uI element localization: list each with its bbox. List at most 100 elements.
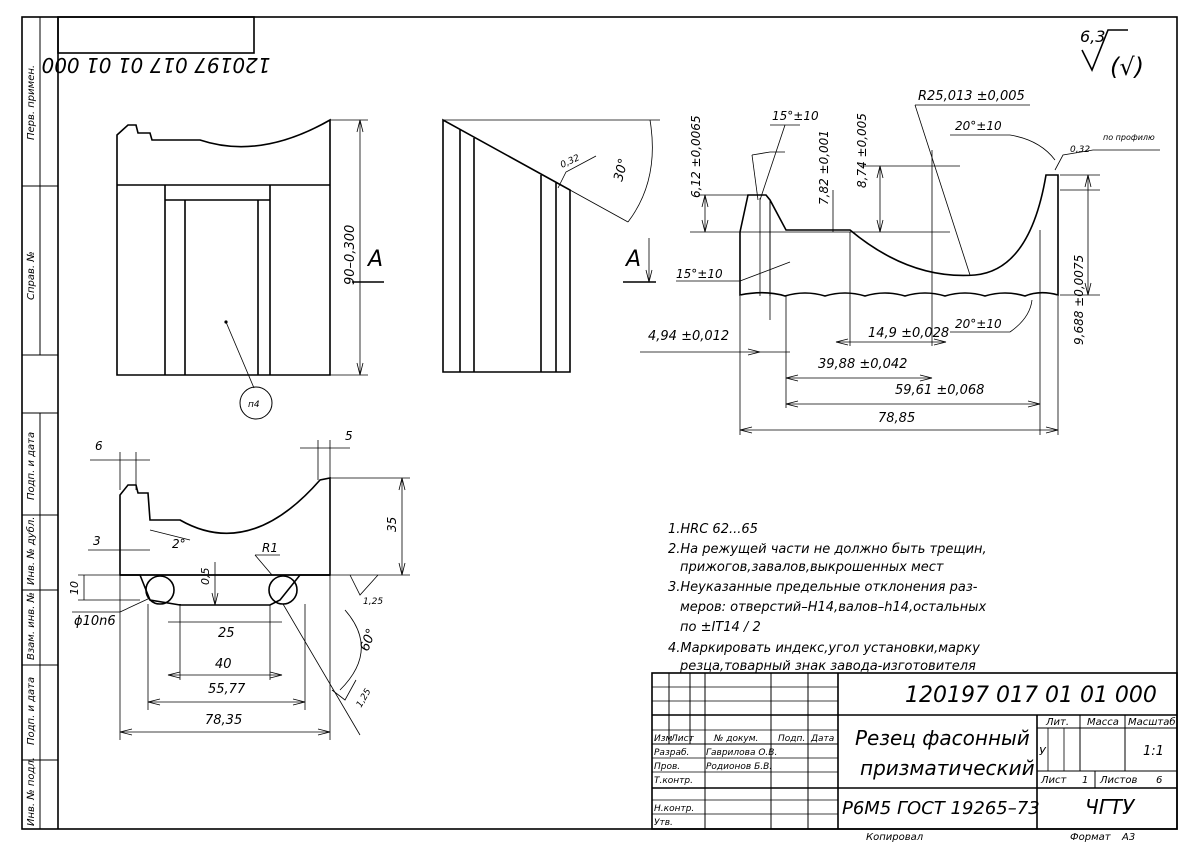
profile-h-right: 9,688 ±0,0075	[1072, 255, 1086, 345]
tb-org: ЧГТУ	[1085, 795, 1136, 819]
view1-section-label: A	[366, 247, 383, 272]
v3-d6: 6	[95, 439, 103, 453]
stamp-vzam-inv: Взам. инв. №	[26, 592, 37, 660]
stamp-podp-data-1: Подп. и дата	[26, 432, 37, 500]
note-line-8: резца,товарный знак завода-изготовителя	[679, 659, 976, 674]
tb-nkontr: Н.контр.	[654, 804, 694, 814]
mirrored-designation-box: 120197 017 01 01 000	[41, 16, 271, 77]
caption-format: Формат	[1070, 832, 1112, 843]
stamp-inv-dubl: Инв. № дубл.	[25, 517, 37, 585]
profile-angle20-top: 20°±10	[955, 119, 1002, 133]
stamp-sprav: Справ. №	[26, 251, 37, 300]
side-stamp: Перв. примен. Справ. № Подп. и дата Инв.…	[22, 17, 58, 829]
caption-kopiroval: Копировал	[866, 832, 924, 843]
profile-angle20-low: 20°±10	[955, 317, 1002, 331]
view1-dim-height: 90–0,300	[343, 225, 358, 285]
note-line-7: 4.Маркировать индекс,угол установки,марк…	[668, 641, 980, 656]
tb-lit: Лит.	[1045, 717, 1069, 728]
profile-roughness-local: 0,32	[1070, 145, 1090, 155]
v3-d2deg: 2°	[172, 537, 186, 551]
tb-listov-value: 6	[1156, 775, 1162, 786]
view2-side: 30° 0,32 A	[442, 118, 660, 373]
v3-d7835: 78,35	[205, 713, 242, 728]
profile-h612: 6,12 ±0,0065	[689, 115, 703, 198]
v3-d40: 40	[215, 657, 232, 672]
gauge-roller-left	[145, 575, 175, 605]
tb-prov: Пров.	[654, 762, 680, 772]
tb-scale-value: 1:1	[1143, 744, 1164, 759]
v3-rough-125-b: 1,25	[355, 687, 374, 710]
view1-front: 90–0,300 A п4	[116, 118, 384, 420]
tb-utv: Утв.	[654, 818, 673, 828]
technical-notes: 1.HRC 62...65 2.На режущей части не долж…	[668, 522, 987, 674]
profile-section: 6,12 ±0,0065 7,82 ±0,001 8,74 ±0,005 9,6…	[640, 89, 1160, 435]
profile-radius: R25,013 ±0,005	[918, 89, 1025, 104]
mirrored-designation: 120197 017 01 01 000	[41, 53, 270, 77]
tb-name-line1: Резец фасонный	[855, 726, 1030, 750]
tb-razrab-name: Гаврилова О.В.	[706, 748, 777, 758]
v3-d05: 0,5	[199, 568, 212, 586]
tb-lit-value: У	[1039, 745, 1047, 758]
note-line-1: 1.HRC 62...65	[668, 522, 758, 537]
v3-d25: 25	[218, 626, 235, 641]
profile-d3988: 39,88 ±0,042	[818, 357, 907, 372]
tb-hdr-doc: № докум.	[713, 734, 758, 744]
note-line-6: по ±IT14 / 2	[680, 620, 761, 635]
profile-h782: 7,82 ±0,001	[817, 130, 831, 205]
v3-d5577: 55,77	[208, 682, 246, 697]
roughness-main-value: 6,3	[1080, 27, 1105, 46]
view2-section-label: A	[624, 247, 641, 272]
v3-dR1: R1	[262, 541, 278, 555]
profile-angle15-low: 15°±10	[676, 267, 723, 281]
tb-listov-label: Листов	[1099, 775, 1137, 786]
stamp-podp-data-2: Подп. и дата	[26, 677, 37, 745]
v3-d5: 5	[345, 429, 353, 443]
view2-dim-angle: 30°	[611, 157, 631, 183]
note-line-2: 2.На режущей части не должно быть трещин…	[668, 542, 987, 557]
v3-d10: 10	[68, 581, 81, 595]
view1-marking-note: п4	[248, 400, 260, 410]
profile-d7885: 78,85	[878, 411, 915, 426]
tb-tkontr: Т.контр.	[654, 776, 693, 786]
tb-hdr-podp: Подп.	[778, 734, 805, 744]
profile-d494: 4,94 ±0,012	[648, 329, 729, 344]
profile-d149: 14,9 ±0,028	[868, 326, 949, 341]
tb-list-value: 1	[1082, 775, 1088, 786]
stamp-inv-podl: Инв. № подл.	[26, 757, 37, 826]
profile-angle15-top: 15°±10	[772, 109, 819, 123]
v3-d60deg: 60°	[358, 627, 380, 654]
tb-prov-name: Родионов Б.В.	[706, 762, 772, 772]
v3-d10n6: ϕ10n6	[74, 614, 116, 629]
tb-name-line2: призматический	[860, 756, 1035, 780]
roughness-paren: (√)	[1110, 53, 1144, 81]
tb-hdr-data: Дата	[810, 734, 834, 744]
note-line-5: меров: отверстий–H14,валов–h14,остальных	[680, 600, 987, 615]
caption-format-value: А3	[1121, 832, 1135, 843]
note-line-3: прижогов,завалов,выкрошенных мест	[680, 560, 944, 575]
v3-rough-125-a: 1,25	[363, 597, 383, 607]
profile-d5961: 59,61 ±0,068	[895, 383, 984, 398]
roughness-symbol: 6,3 (√)	[1080, 27, 1144, 81]
tb-material: Р6М5 ГОСТ 19265–73	[842, 798, 1040, 819]
tb-list-label: Лист	[1040, 775, 1068, 786]
tb-razrab: Разраб.	[654, 748, 689, 758]
stamp-perv-primen: Перв. примен.	[26, 65, 37, 140]
tb-hdr-list: Лист	[670, 734, 695, 744]
tb-hdr-izm: Изм	[654, 734, 673, 744]
v3-d35: 35	[385, 517, 399, 532]
outer-frame	[21, 16, 1178, 830]
view3-bottom: 6 5 35 3 2° R1 0,5 10 ϕ10n6 25 40	[68, 429, 410, 740]
tb-masshtab: Масштаб	[1128, 716, 1176, 728]
marking-note-balloon	[239, 386, 273, 420]
profile-note-po-profilu: по профилю	[1103, 133, 1155, 142]
v3-d3: 3	[93, 534, 101, 548]
tb-designation: 120197 017 01 01 000	[905, 683, 1157, 708]
profile-h874: 8,74 ±0,005	[855, 113, 869, 188]
title-block: Изм Лист № докум. Подп. Дата Разраб. Гав…	[651, 672, 1178, 830]
view2-roughness: 0,32	[559, 153, 582, 171]
profile-body	[739, 174, 1059, 297]
tb-massa: Масса	[1087, 717, 1119, 728]
gauge-roller-right	[268, 575, 298, 605]
note-line-4: 3.Неуказанные предельные отклонения раз-	[668, 580, 978, 595]
